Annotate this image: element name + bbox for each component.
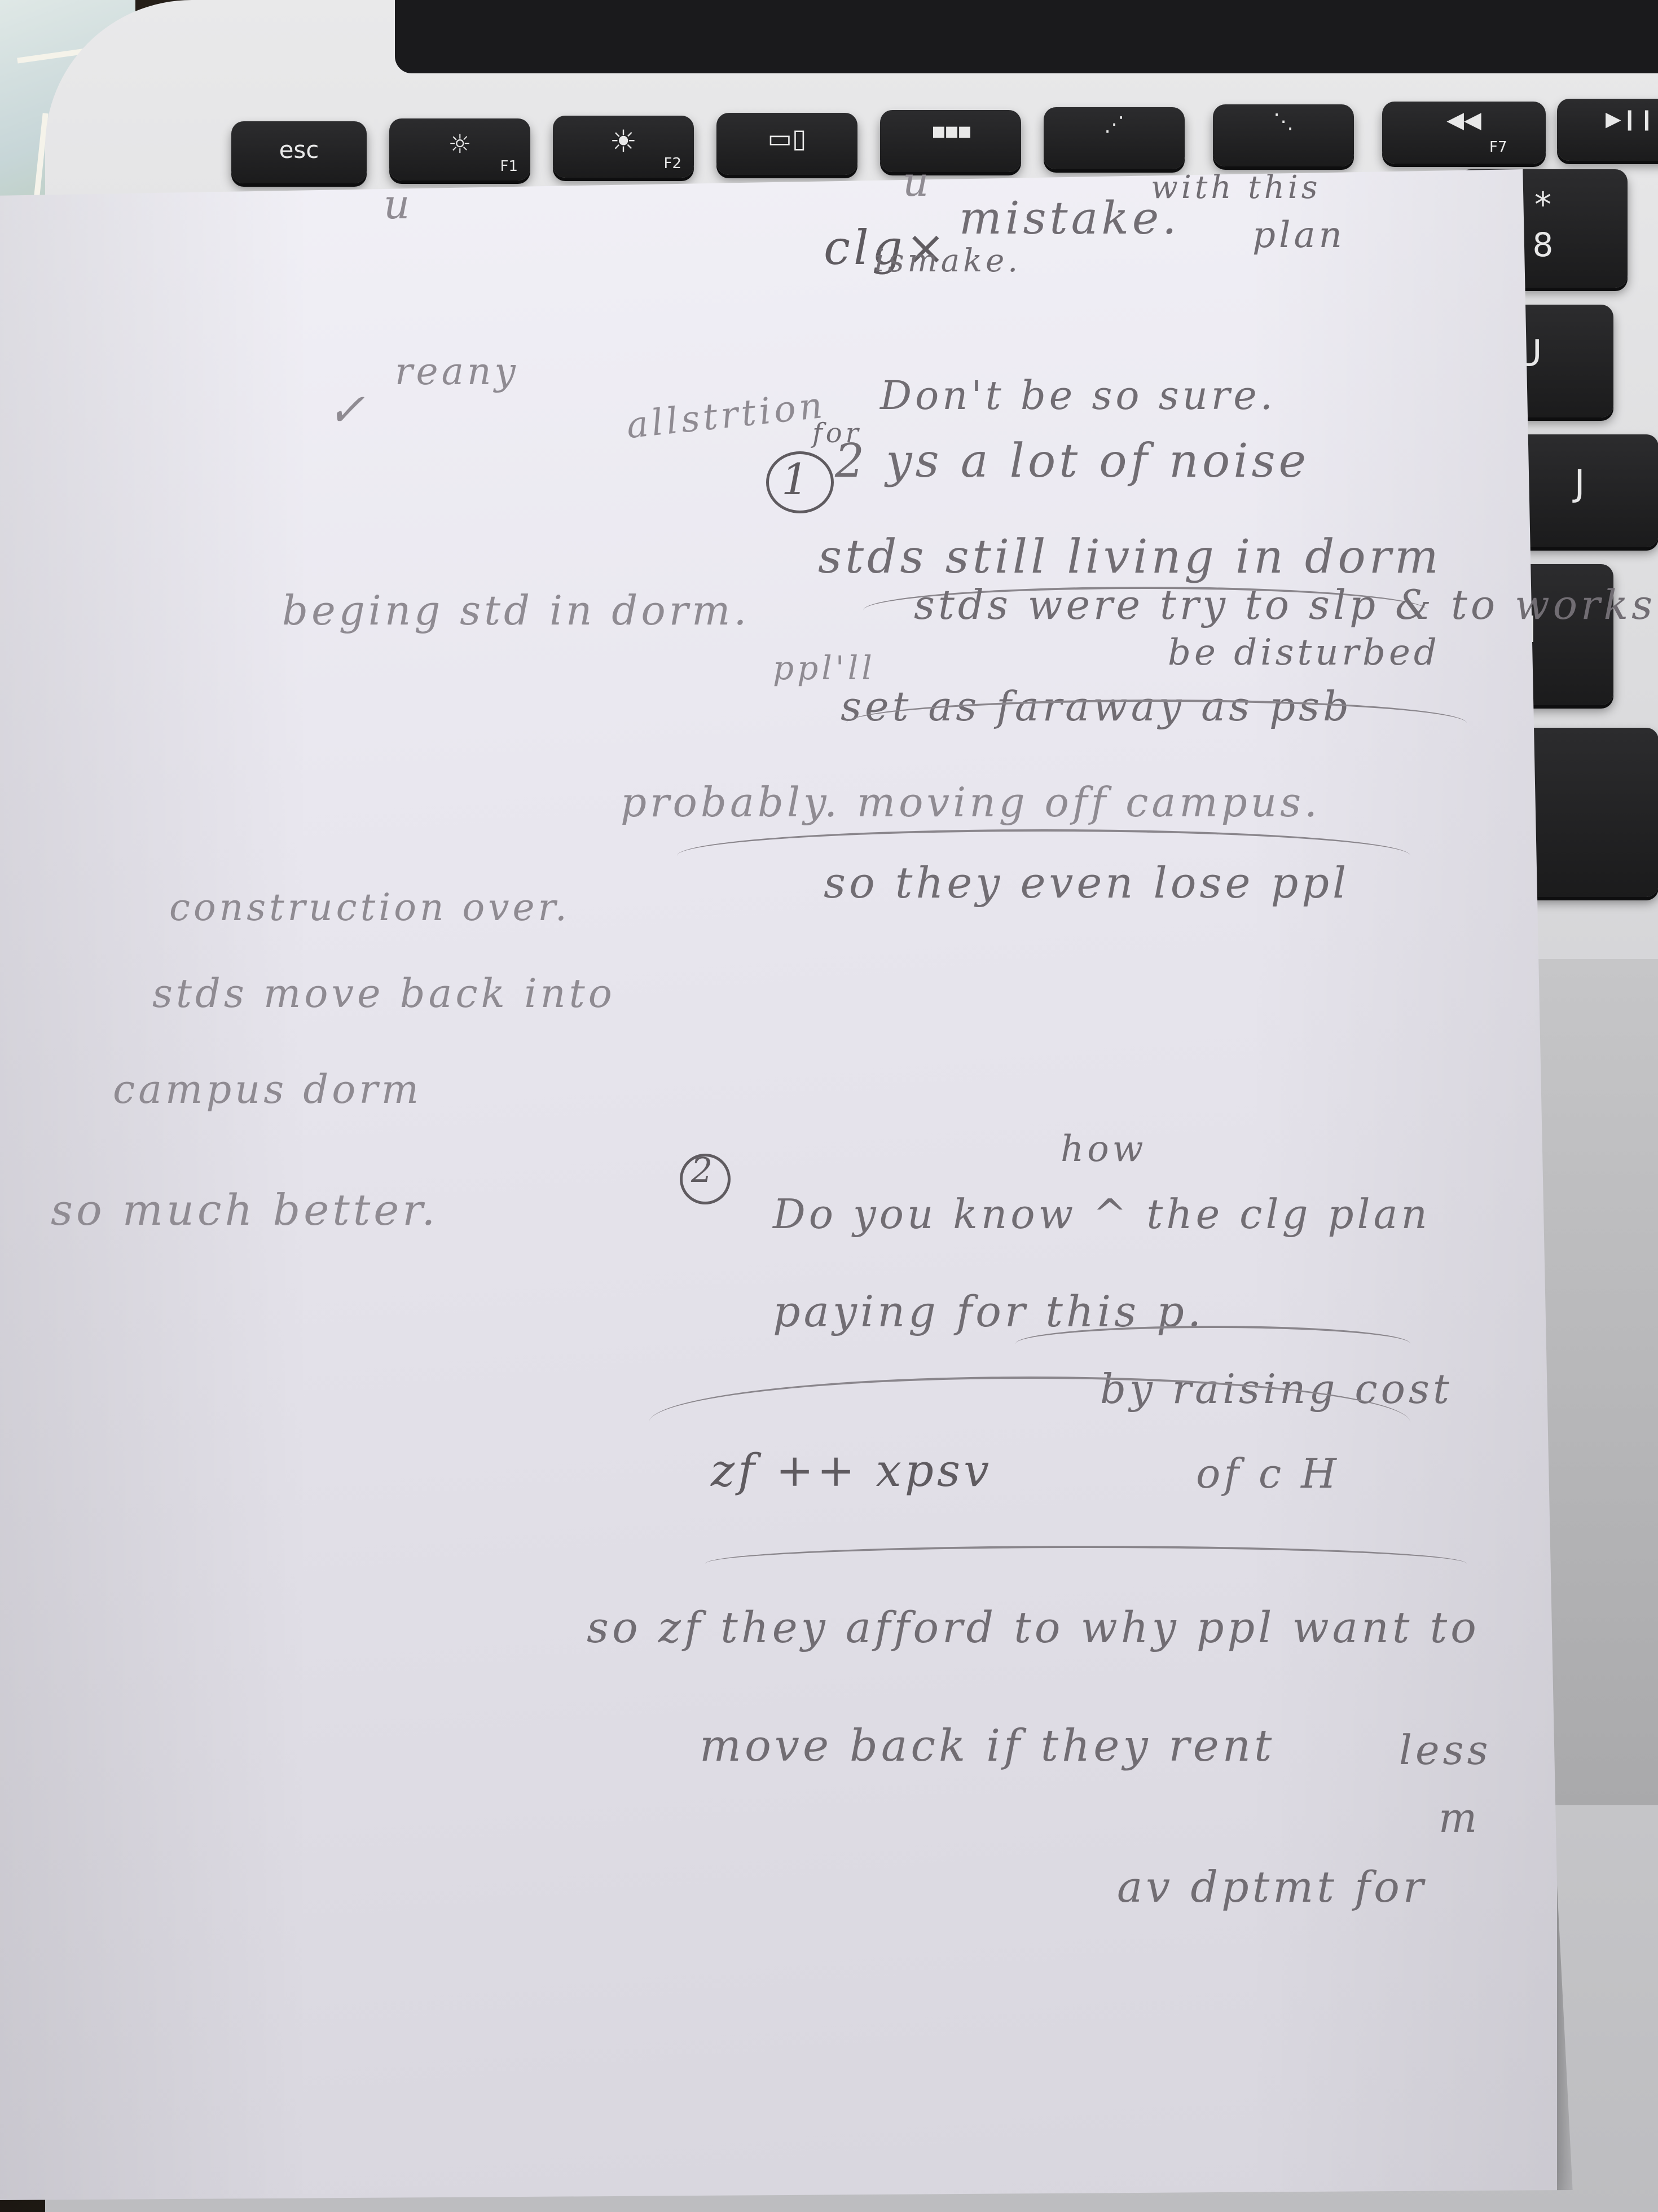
note-ppl: ppl'll [773, 649, 876, 687]
notes-paper [0, 169, 1557, 2200]
note-mistake: mistake. [959, 192, 1180, 244]
note-clg: clg× [824, 220, 949, 275]
brightness-down-icon: ☼ [448, 129, 472, 159]
note-so-they: so they even lose ppl [824, 857, 1350, 908]
note-be-disturbed: be disturbed [1168, 632, 1440, 674]
key-f3[interactable]: ▭▯ [716, 113, 857, 175]
key-f5[interactable]: ⋰ [1044, 107, 1185, 169]
key-f2[interactable]: ☀ F2 [553, 116, 694, 178]
note-probably: probably. moving off campus. [621, 779, 1321, 826]
key-f6[interactable]: ⋱ [1213, 104, 1354, 166]
note-circle-2 [680, 1154, 731, 1204]
note-stds-still: stds still living in dorm [818, 530, 1442, 584]
note-move-back: move back if they rent [700, 1721, 1276, 1771]
note-do-you-know: Do you know ^ the clg plan [773, 1190, 1431, 1238]
paper-shading [0, 169, 1557, 2200]
note-campus-dorm: campus dorm [113, 1066, 423, 1112]
key-esc[interactable]: esc [231, 121, 367, 183]
note-z-xpsv: zf ++ xpsv [711, 1444, 993, 1497]
note-circle-1 [766, 451, 834, 513]
note-u-left: u [384, 181, 414, 228]
note-num-2: 2 [691, 1151, 716, 1190]
note-check: ✓ [327, 384, 369, 436]
note-so-much: so much better. [51, 1185, 439, 1235]
note-stds-were: stds were try to slp & to works [914, 581, 1656, 628]
keyboard-light-down-icon: ⋰ [1104, 113, 1124, 136]
note-plan: plan [1252, 214, 1345, 256]
note-num-1: 1 [781, 454, 812, 504]
keyboard-light-up-icon: ⋱ [1273, 110, 1294, 133]
note-m: m [1439, 1794, 1481, 1841]
note-beging: beging std in dorm. [282, 587, 750, 634]
launchpad-icon: ▪▪▪ [931, 118, 972, 144]
note-ismake: ismake. [874, 243, 1022, 279]
note-stds-move: stds move back into [152, 970, 615, 1017]
note-underline-4 [1015, 1326, 1410, 1362]
key-f7[interactable]: ◀◀ F7 [1382, 102, 1546, 164]
note-u-top: u [903, 158, 933, 205]
note-ofch: of c H [1196, 1450, 1340, 1497]
note-underline-1 [863, 587, 1427, 634]
note-underline-5 [649, 1377, 1410, 1469]
note-less: less [1399, 1726, 1492, 1774]
note-av-dptmt: av dptmt for [1117, 1862, 1427, 1912]
rewind-icon: ◀◀ [1446, 107, 1481, 133]
mission-control-icon: ▭▯ [767, 123, 807, 153]
note-underline-3 [677, 829, 1410, 882]
note-how: how [1061, 1128, 1147, 1170]
note-so-zf: so zf they afford to why ppl want to [587, 1602, 1480, 1652]
note-with-this: with this [1151, 169, 1321, 206]
key-f1[interactable]: ☼ F1 [389, 118, 530, 181]
note-2ys-noise: 2 ys a lot of noise [835, 434, 1310, 488]
play-pause-icon: ▶❙❙ [1605, 108, 1655, 131]
key-f4[interactable]: ▪▪▪ [880, 110, 1021, 172]
note-underline-6 [705, 1546, 1467, 1582]
note-underline-2 [846, 700, 1467, 747]
note-for: for [812, 417, 862, 449]
note-dont-be-so-sure: Don't be so sure. [880, 372, 1276, 419]
laptop-screen-edge [395, 0, 1658, 73]
brightness-up-icon: ☀ [609, 124, 637, 159]
note-reany: reany [395, 350, 519, 393]
note-construction: construction over. [169, 886, 570, 929]
key-f8[interactable]: ▶❙❙ [1557, 99, 1658, 161]
